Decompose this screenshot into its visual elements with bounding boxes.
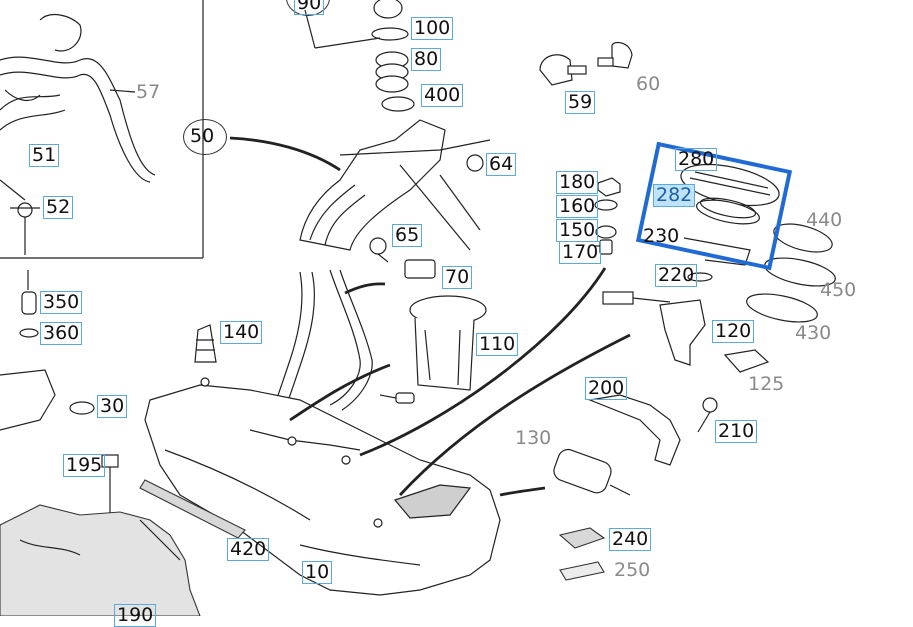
callout-label-65[interactable]: 65: [392, 224, 423, 247]
callout-50-circle: [183, 119, 227, 155]
callout-label-100[interactable]: 100: [411, 17, 454, 40]
callout-label-210[interactable]: 210: [715, 420, 758, 443]
fuel-filter-130-drawing: [553, 448, 631, 496]
sender-unit-drawing: [379, 295, 487, 404]
callout-label-350[interactable]: 350: [40, 291, 83, 314]
callout-label-200[interactable]: 200: [585, 377, 628, 400]
callout-label-57[interactable]: 57: [136, 81, 161, 103]
callout-label-10[interactable]: 10: [302, 561, 333, 584]
clip-parts-240-250-drawing: [558, 527, 606, 581]
callout-label-220[interactable]: 220: [655, 264, 698, 287]
callout-label-64[interactable]: 64: [486, 153, 517, 176]
callout-label-230[interactable]: 230: [643, 225, 680, 247]
callout-label-80[interactable]: 80: [411, 48, 442, 71]
callout-label-50[interactable]: 50: [190, 125, 215, 147]
callout-label-59[interactable]: 59: [565, 91, 596, 114]
callout-label-430[interactable]: 430: [795, 322, 832, 344]
callout-label-130[interactable]: 130: [515, 427, 552, 449]
boot-140-drawing: [194, 324, 217, 363]
hose-assembly-drawing: [0, 13, 156, 255]
seal-rings-drawing: [746, 223, 836, 323]
valves-drawing: [369, 154, 484, 279]
callout-label-160[interactable]: 160: [556, 195, 599, 218]
callout-label-150[interactable]: 150: [556, 219, 599, 242]
callout-label-450[interactable]: 450: [820, 279, 857, 301]
callout-label-52[interactable]: 52: [43, 196, 74, 219]
callout-label-240[interactable]: 240: [609, 528, 652, 551]
callout-label-420[interactable]: 420: [227, 538, 270, 561]
callout-label-280[interactable]: 280: [675, 148, 718, 171]
bracket-200-drawing: [587, 394, 718, 466]
callout-label-90[interactable]: 90: [294, 0, 325, 15]
callout-label-360[interactable]: 360: [40, 322, 83, 345]
nuts-and-washers-drawing: [594, 177, 621, 255]
callout-label-170[interactable]: 170: [559, 241, 602, 264]
callout-label-70[interactable]: 70: [442, 266, 473, 289]
inset-frame: [0, 0, 204, 259]
callout-label-440[interactable]: 440: [806, 209, 843, 231]
callout-label-250[interactable]: 250: [614, 559, 651, 581]
callout-label-51[interactable]: 51: [29, 144, 60, 167]
callout-label-60[interactable]: 60: [636, 73, 661, 95]
callout-label-120[interactable]: 120: [712, 320, 755, 343]
underbody-shield-drawing: [0, 504, 201, 616]
pump-ring-parts-drawing: [680, 163, 780, 282]
sensor-125-drawing: [723, 349, 770, 373]
callout-label-400[interactable]: 400: [421, 84, 464, 107]
callout-label-180[interactable]: 180: [556, 171, 599, 194]
callout-label-282[interactable]: 282: [653, 184, 696, 207]
callout-label-110[interactable]: 110: [476, 333, 519, 356]
small-parts-left: [0, 270, 119, 520]
callout-label-140[interactable]: 140: [220, 321, 263, 344]
callout-label-195[interactable]: 195: [63, 454, 106, 477]
callout-label-125[interactable]: 125: [748, 373, 785, 395]
clamps-59-60-drawing: [539, 41, 633, 86]
callout-label-30[interactable]: 30: [97, 395, 128, 418]
fuel-pump-120-drawing: [602, 291, 706, 366]
filler-neck-drawing: [299, 119, 491, 251]
filler-parts: [304, 0, 415, 112]
fuel-tank-drawing: [144, 377, 501, 596]
